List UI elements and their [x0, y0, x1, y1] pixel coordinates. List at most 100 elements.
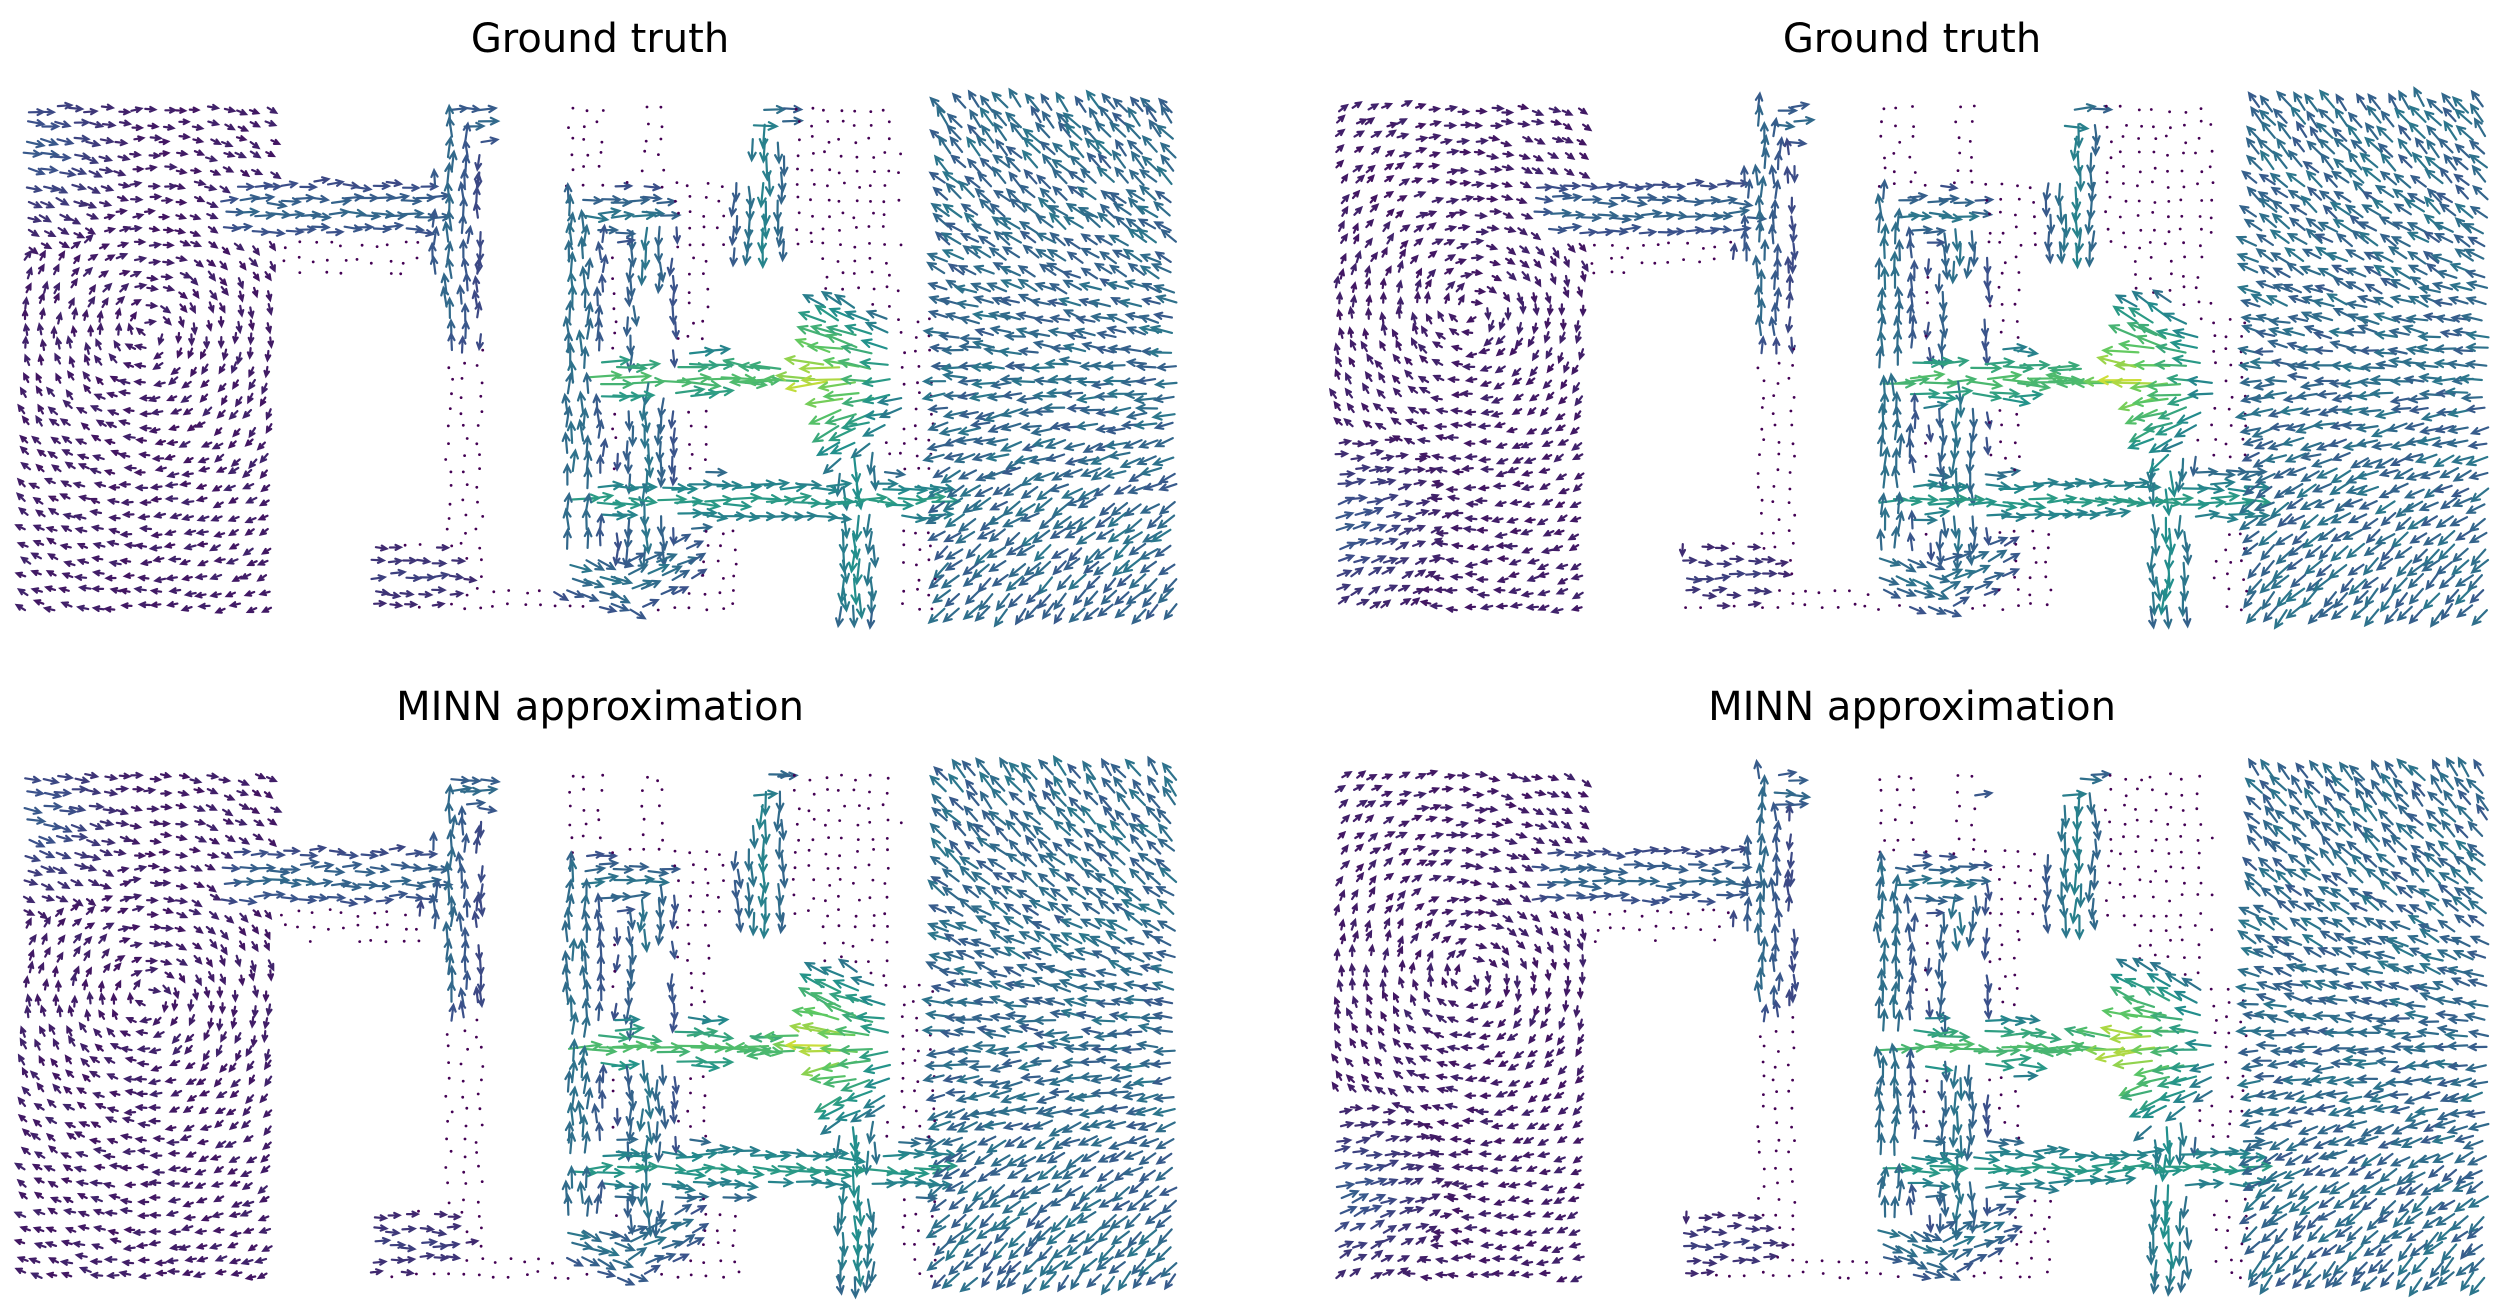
quiver-arrow [1907, 558, 1928, 569]
quiver-arrow [2374, 410, 2399, 420]
quiver-arrow [211, 485, 223, 492]
quiver-arrow [2085, 244, 2095, 268]
quiver-dot [417, 605, 421, 609]
quiver-arrow [2333, 190, 2352, 203]
quiver-arrow [2356, 324, 2378, 334]
quiver-arrow [1063, 837, 1082, 851]
quiver-arrow [2302, 160, 2320, 174]
quiver-arrow [1474, 288, 1487, 295]
quiver-arrow [431, 908, 440, 930]
quiver-arrow [449, 590, 465, 598]
quiver-arrow [1340, 173, 1349, 184]
quiver-arrow [101, 121, 117, 129]
quiver-arrow [1138, 314, 1160, 324]
quiver-arrow [2453, 173, 2470, 186]
quiver-arrow [1037, 853, 1055, 869]
quiver-arrow [1163, 775, 1177, 797]
quiver-arrow [624, 286, 633, 308]
quiver-arrow [966, 136, 981, 157]
quiver-arrow [992, 483, 1011, 496]
quiver-arrow [105, 421, 117, 429]
quiver-arrow [328, 208, 351, 218]
quiver-arrow [294, 877, 317, 887]
quiver-arrow [1037, 593, 1052, 610]
quiver-dot [1698, 260, 1701, 264]
quiver-arrow [390, 568, 408, 577]
quiver-arrow [88, 497, 101, 505]
quiver-dot [692, 321, 695, 325]
quiver-arrow [47, 406, 59, 416]
quiver-arrow [971, 1041, 996, 1051]
quiver-arrow [975, 472, 996, 482]
quiver-arrow [1495, 335, 1506, 346]
quiver-arrow [119, 530, 133, 538]
quiver-arrow [182, 407, 194, 416]
quiver-dot [526, 591, 529, 595]
quiver-arrow [162, 241, 175, 249]
quiver-arrow [2378, 468, 2399, 478]
quiver-dot [916, 587, 919, 591]
quiver-dot [1999, 197, 2003, 201]
quiver-dot [871, 878, 875, 882]
quiver-arrow [801, 1022, 842, 1035]
quiver-arrow [1111, 149, 1127, 169]
quiver-arrow [174, 228, 187, 235]
quiver-arrow [562, 462, 572, 486]
quiver-arrow [1547, 167, 1559, 175]
quiver-arrow [444, 879, 454, 903]
quiver-arrow [235, 135, 248, 142]
quiver-arrow [147, 862, 161, 870]
quiver-arrow [1014, 1016, 1038, 1026]
quiver-arrow [2253, 501, 2275, 512]
quiver-arrow [1113, 591, 1130, 606]
quiver-arrow [1390, 417, 1402, 425]
quiver-arrow [1143, 870, 1161, 886]
quiver-arrow [235, 351, 243, 366]
quiver-arrow [196, 540, 209, 548]
quiver-arrow [354, 867, 377, 877]
quiver-arrow [73, 945, 81, 957]
quiver-arrow [55, 834, 74, 843]
quiver-arrow [2332, 137, 2351, 153]
quiver-arrow [213, 531, 226, 538]
quiver-arrow [963, 840, 981, 854]
quiver-dot [298, 271, 302, 274]
quiver-arrow [2287, 542, 2306, 557]
quiver-arrow [2186, 389, 2214, 400]
quiver-arrow [1455, 209, 1468, 216]
quiver-arrow [2333, 592, 2349, 609]
quiver-arrow [855, 1012, 885, 1023]
quiver-arrow [1896, 432, 1906, 456]
quiver-dot [1911, 135, 1915, 138]
quiver-arrow [2238, 204, 2257, 218]
quiver-arrow [2329, 340, 2351, 349]
quiver-dot [375, 245, 379, 249]
quiver-arrow [1364, 116, 1376, 126]
quiver-arrow [462, 271, 472, 292]
quiver-dot [807, 909, 810, 912]
quiver-arrow [166, 471, 180, 479]
quiver-arrow [598, 1032, 631, 1043]
quiver-arrow [1511, 408, 1523, 416]
quiver-arrow [2054, 182, 2064, 207]
quiver-arrow [1571, 591, 1584, 600]
quiver-arrow [1037, 872, 1055, 887]
quiver-dot [2214, 361, 2217, 365]
quiver-dot [582, 165, 585, 168]
quiver-arrow [1049, 982, 1072, 993]
quiver-arrow [1122, 886, 1142, 902]
quiver-arrow [2281, 327, 2305, 337]
quiver-dot [2197, 300, 2201, 304]
quiver-arrow [1955, 242, 1965, 267]
quiver-arrow [596, 953, 606, 974]
quiver-arrow [2393, 203, 2412, 216]
quiver-arrow [2253, 440, 2274, 450]
quiver-arrow [158, 150, 171, 157]
quiver-arrow [2148, 438, 2173, 454]
quiver-arrow [460, 952, 470, 973]
quiver-arrow [221, 851, 234, 859]
quiver-arrow [691, 568, 708, 580]
quiver-arrow [1385, 129, 1398, 138]
quiver-arrow [1365, 218, 1375, 229]
quiver-arrow [476, 231, 485, 250]
